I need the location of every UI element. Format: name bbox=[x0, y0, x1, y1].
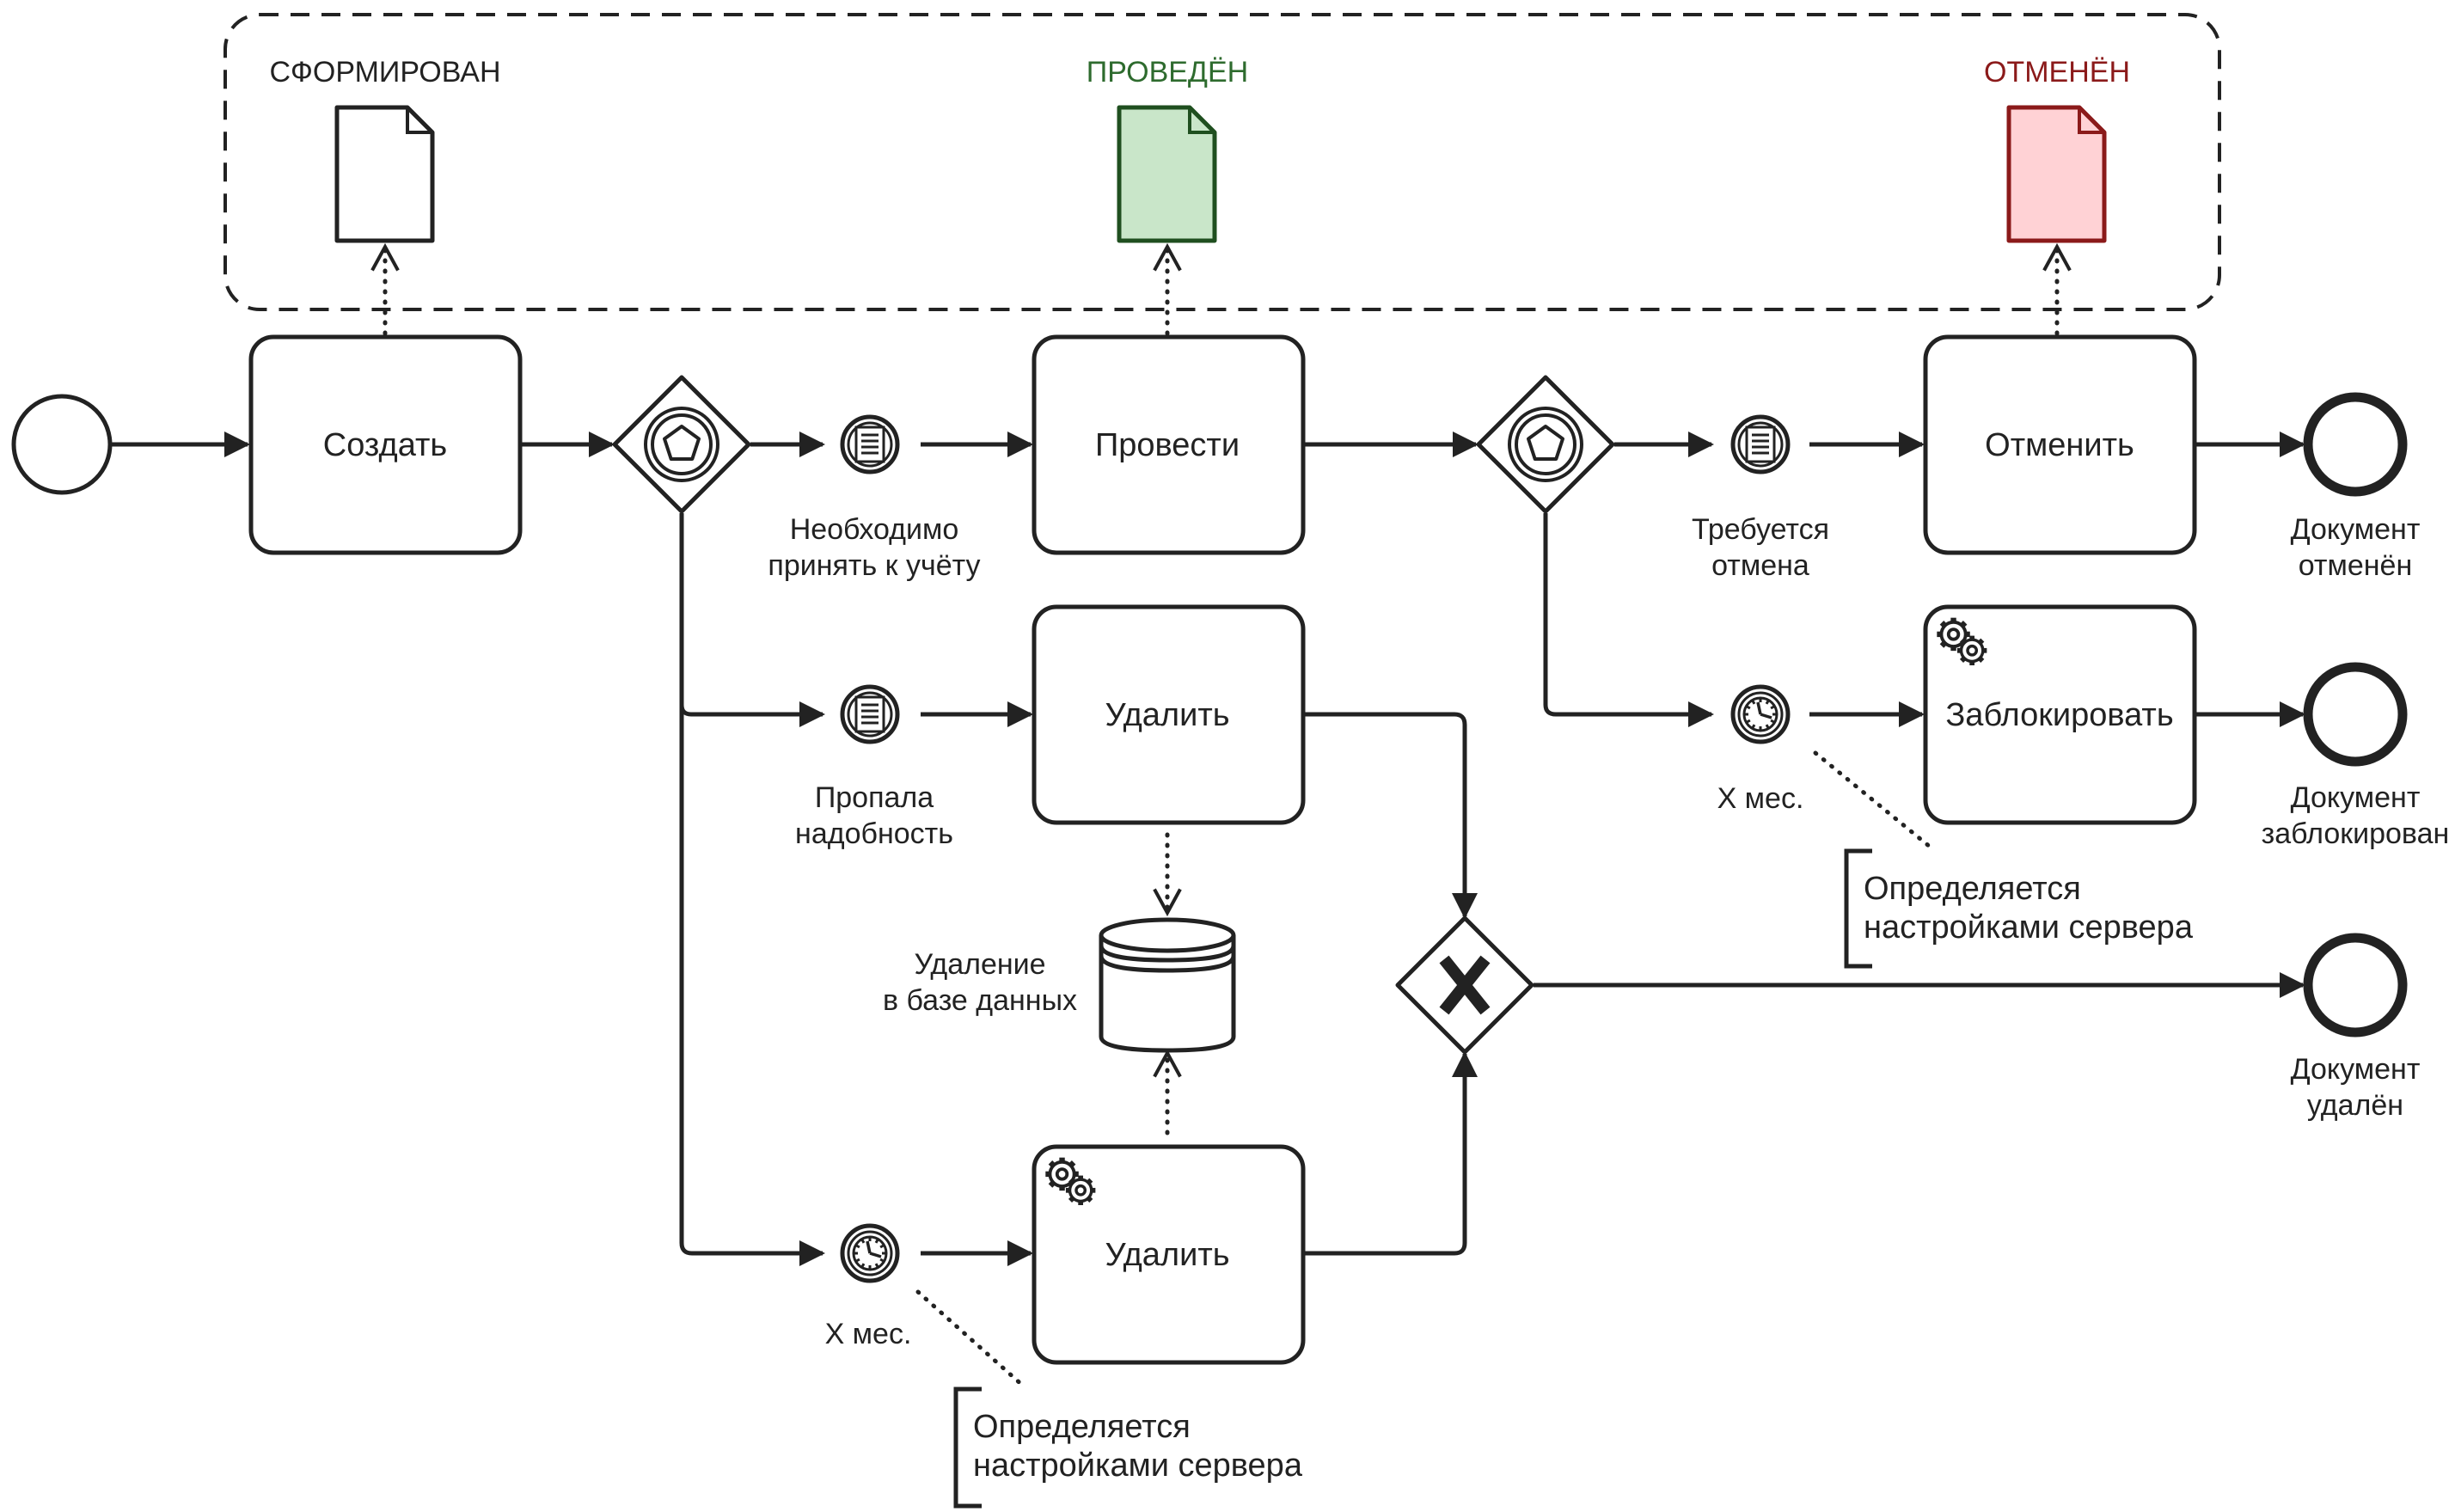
state-label-posted: ПРОВЕДЁН bbox=[1087, 56, 1248, 89]
annotation-text-top-2: настройками сервера bbox=[1864, 909, 2194, 946]
flow-gateway1-timer2 bbox=[679, 705, 825, 1266]
association-timer2-annotation bbox=[915, 1289, 1025, 1388]
state-label-cancelled: ОТМЕНЁН bbox=[1984, 56, 2130, 89]
state-label-formed: СФОРМИРОВАН bbox=[269, 56, 500, 89]
end-label-blocked-1: Документ bbox=[2291, 781, 2421, 814]
exclusive-gateway-icon[interactable] bbox=[1395, 915, 1534, 1055]
document-message-icon[interactable] bbox=[842, 417, 897, 472]
association-timer1-annotation bbox=[1813, 750, 1932, 849]
event-label-cancel-required-1: Требуется bbox=[1692, 513, 1829, 546]
event-label-no-need-2: надобность bbox=[795, 817, 953, 850]
end-event-cancelled[interactable] bbox=[2303, 392, 2408, 497]
end-label-cancelled-1: Документ bbox=[2291, 513, 2421, 546]
task-create[interactable]: Создать bbox=[248, 334, 523, 555]
database-icon bbox=[1099, 917, 1236, 1053]
annotation-bracket-bottom bbox=[953, 1387, 982, 1509]
datastore-label-1: Удаление bbox=[914, 948, 1045, 981]
task-create-label: Создать bbox=[323, 427, 447, 463]
document-icon-posted bbox=[1117, 105, 1217, 243]
event-based-gateway-icon[interactable] bbox=[1479, 377, 1613, 511]
clock-icon[interactable] bbox=[842, 1226, 897, 1281]
document-fold-cancelled bbox=[2078, 107, 2104, 134]
task-block[interactable]: Заблокировать bbox=[1923, 604, 2197, 825]
task-block-label: Заблокировать bbox=[1945, 697, 2173, 733]
timer-label-top: X мес. bbox=[1717, 782, 1804, 815]
document-message-icon[interactable] bbox=[1733, 417, 1788, 472]
event-label-need-accounting-1: Необходимо bbox=[790, 513, 959, 546]
task-delete-auto[interactable]: Удалить bbox=[1032, 1144, 1306, 1365]
event-label-no-need-1: Пропала bbox=[815, 781, 934, 814]
annotation-text-bottom-1: Определяется bbox=[973, 1409, 1191, 1445]
clock-icon[interactable] bbox=[1733, 687, 1788, 742]
start-event[interactable] bbox=[11, 394, 113, 495]
flow-autodelete-xor bbox=[1303, 1051, 1478, 1256]
event-based-gateway-icon[interactable] bbox=[615, 377, 749, 511]
timer-label-bottom: X мес. bbox=[825, 1318, 912, 1350]
document-fold-formed bbox=[406, 107, 432, 134]
document-fold-posted bbox=[1188, 107, 1215, 134]
end-event-deleted[interactable] bbox=[2303, 933, 2408, 1038]
annotation-bracket-top bbox=[1844, 848, 1872, 969]
task-post[interactable]: Провести bbox=[1032, 334, 1306, 555]
task-cancel[interactable]: Отменить bbox=[1923, 334, 2197, 555]
task-delete-manual-label: Удалить bbox=[1105, 697, 1229, 733]
task-cancel-label: Отменить bbox=[1985, 427, 2134, 463]
document-icon-cancelled bbox=[2006, 105, 2107, 243]
states-group-border bbox=[223, 13, 2221, 311]
flow-gateway2-timer1 bbox=[1543, 513, 1714, 727]
end-label-deleted-1: Документ bbox=[2291, 1053, 2421, 1086]
event-label-need-accounting-2: принять к учёту bbox=[768, 549, 980, 582]
annotation-text-bottom-2: настройками сервера bbox=[973, 1448, 1303, 1484]
task-delete-manual[interactable]: Удалить bbox=[1032, 604, 1306, 825]
datastore-label-2: в базе данных bbox=[883, 984, 1077, 1017]
document-message-icon[interactable] bbox=[842, 687, 897, 742]
event-label-cancel-required-2: отмена bbox=[1711, 549, 1809, 582]
flow-delete-xor bbox=[1303, 712, 1478, 919]
task-post-label: Провести bbox=[1095, 427, 1240, 463]
end-label-cancelled-2: отменён bbox=[2299, 549, 2412, 582]
document-icon-formed bbox=[334, 105, 435, 243]
task-delete-auto-label: Удалить bbox=[1105, 1237, 1229, 1273]
annotation-text-top-1: Определяется bbox=[1864, 871, 2081, 907]
end-label-deleted-2: удалён bbox=[2307, 1089, 2403, 1122]
end-event-blocked[interactable] bbox=[2303, 662, 2408, 767]
end-label-blocked-2: заблокирован bbox=[2262, 817, 2450, 850]
